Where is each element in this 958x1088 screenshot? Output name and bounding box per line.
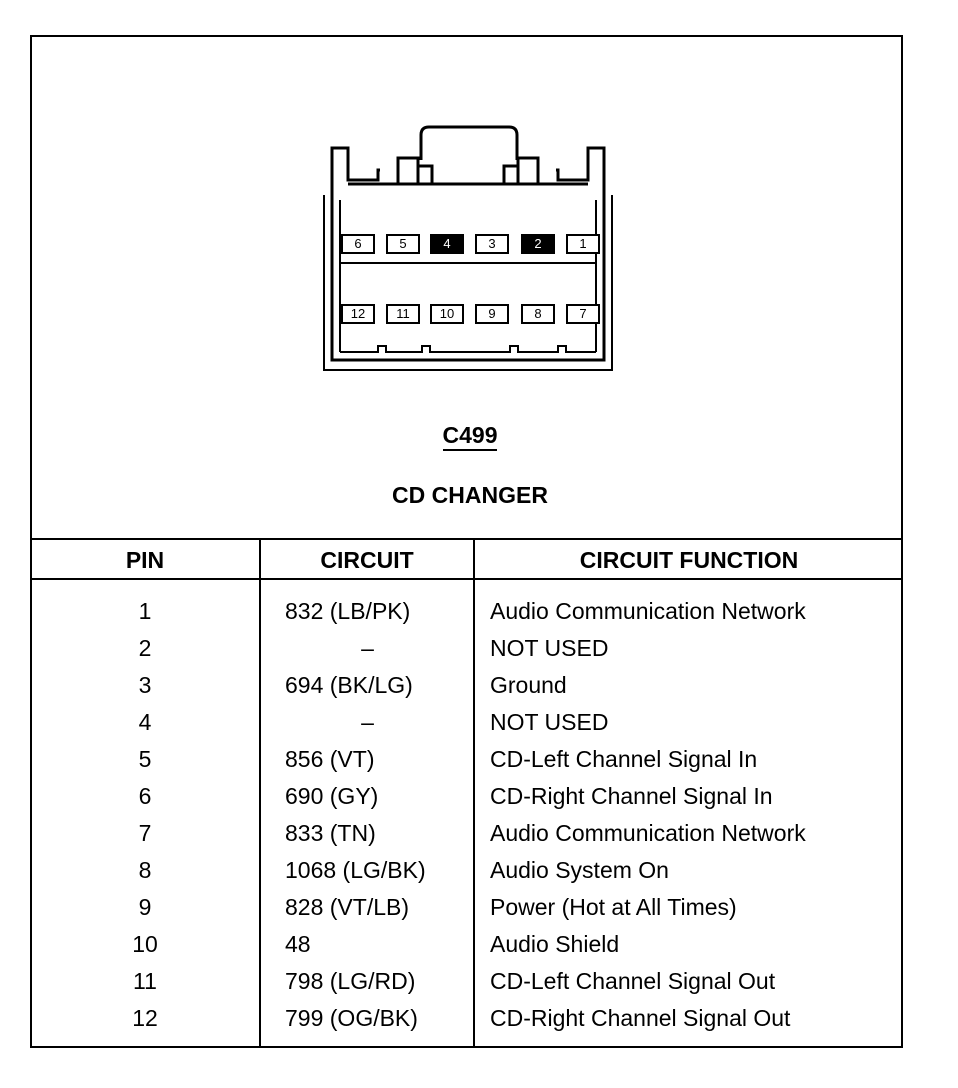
pin-number: 3 (138, 672, 152, 698)
pin-cavity-1: 1 (566, 234, 600, 254)
table-row: 7 833 (TN) Audio Communication Network (30, 820, 903, 857)
circuit-function: CD-Right Channel Signal In (490, 783, 773, 809)
table-top-rule (30, 538, 903, 540)
header-circuit-function: CIRCUIT FUNCTION (579, 547, 799, 573)
pin-number: 8 (138, 857, 152, 883)
pin-number: 10 (132, 931, 158, 957)
connector-name: CD CHANGER (392, 482, 548, 508)
pin-number: 2 (138, 635, 152, 661)
pin-number: 7 (138, 820, 152, 846)
circuit-function: CD-Left Channel Signal Out (490, 968, 776, 994)
circuit-code: 856 (VT) (285, 746, 375, 772)
circuit-function: NOT USED (490, 709, 609, 735)
circuit-function: Audio Shield (490, 931, 620, 957)
connector-face: 6 5 4 3 2 1 12 11 10 9 8 7 (318, 120, 618, 380)
connector-outline (323, 125, 613, 371)
table-row: 1 832 (LB/PK) Audio Communication Networ… (30, 598, 903, 635)
circuit-code: 833 (TN) (285, 820, 376, 846)
table-row: 10 48 Audio Shield (30, 931, 903, 968)
circuit-code: 832 (LB/PK) (285, 598, 411, 624)
connector-id-text: C499 (442, 422, 498, 451)
table-row: 8 1068 (LG/BK) Audio System On (30, 857, 903, 894)
circuit-code: – (361, 709, 374, 735)
circuit-function: CD-Right Channel Signal Out (490, 1005, 791, 1031)
circuit-code: 690 (GY) (285, 783, 379, 809)
table-row: 12 799 (OG/BK) CD-Right Channel Signal O… (30, 1005, 903, 1042)
circuit-code: 48 (285, 931, 311, 957)
pin-cavity-6: 6 (341, 234, 375, 254)
pin-cavity-3: 3 (475, 234, 509, 254)
pinout-table-body: 1 832 (LB/PK) Audio Communication Networ… (30, 598, 903, 1042)
pin-cavity-11: 11 (386, 304, 420, 324)
pin-cavity-12: 12 (341, 304, 375, 324)
circuit-code: 799 (OG/BK) (285, 1005, 418, 1031)
table-row: 4 – NOT USED (30, 709, 903, 746)
connector-id: C499 (0, 422, 940, 451)
pin-cavity-10: 10 (430, 304, 464, 324)
column-divider-2 (473, 540, 475, 1048)
pin-number: 12 (132, 1005, 158, 1031)
pin-number: 9 (138, 894, 152, 920)
table-row: 2 – NOT USED (30, 635, 903, 672)
table-row: 3 694 (BK/LG) Ground (30, 672, 903, 709)
table-row: 9 828 (VT/LB) Power (Hot at All Times) (30, 894, 903, 931)
pin-number: 5 (138, 746, 152, 772)
circuit-function: CD-Left Channel Signal In (490, 746, 758, 772)
circuit-code: 828 (VT/LB) (285, 894, 409, 920)
pin-cavity-8: 8 (521, 304, 555, 324)
pin-number: 6 (138, 783, 152, 809)
circuit-function: Audio System On (490, 857, 669, 883)
pin-cavity-9: 9 (475, 304, 509, 324)
circuit-function: NOT USED (490, 635, 609, 661)
header-pin: PIN (125, 547, 165, 573)
column-divider-1 (259, 540, 261, 1048)
circuit-code: 798 (LG/RD) (285, 968, 416, 994)
circuit-code: 1068 (LG/BK) (285, 857, 426, 883)
pin-cavity-5: 5 (386, 234, 420, 254)
table-row: 11 798 (LG/RD) CD-Left Channel Signal Ou… (30, 968, 903, 1005)
pin-cavity-4: 4 (430, 234, 464, 254)
pin-number: 11 (133, 968, 157, 994)
table-row: 5 856 (VT) CD-Left Channel Signal In (30, 746, 903, 783)
pin-number: 4 (138, 709, 152, 735)
diagram-frame (30, 35, 903, 1048)
circuit-function: Audio Communication Network (490, 820, 806, 846)
circuit-function: Ground (490, 672, 567, 698)
table-row: 6 690 (GY) CD-Right Channel Signal In (30, 783, 903, 820)
circuit-function: Audio Communication Network (490, 598, 806, 624)
table-header-rule (30, 578, 903, 580)
circuit-function: Power (Hot at All Times) (490, 894, 737, 920)
pin-number: 1 (138, 598, 152, 624)
pin-cavity-7: 7 (566, 304, 600, 324)
circuit-code: – (361, 635, 374, 661)
header-circuit: CIRCUIT (320, 547, 414, 573)
circuit-code: 694 (BK/LG) (285, 672, 413, 698)
pin-cavity-2: 2 (521, 234, 555, 254)
